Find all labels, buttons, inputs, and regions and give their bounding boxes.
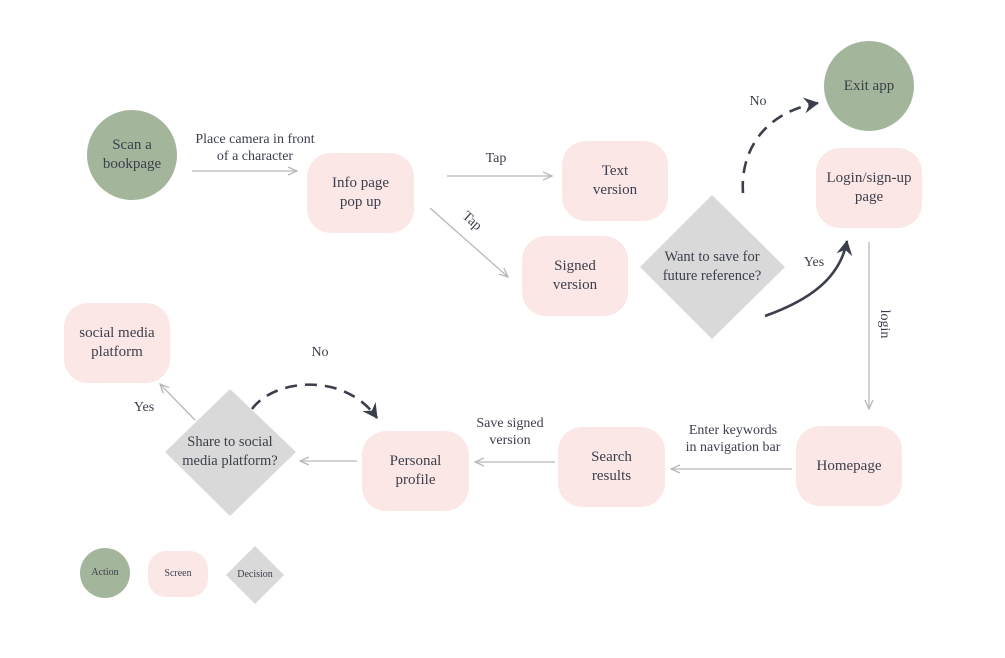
arrow-yes-to-login [764,240,853,318]
arrow-info-to-signed [429,207,508,277]
label-no-share: No [311,344,329,360]
legend-decision: Decision [237,569,273,580]
text-version-node: Text version [562,141,668,221]
label-tap-text: Tap [485,150,507,166]
legend-action: Action [80,548,130,598]
arrow-share-to-social [160,384,196,421]
arrow-no-to-exit [741,97,819,194]
personal-profile-node: Personal profile [362,431,469,511]
search-results-node: Search results [558,427,665,507]
label-yes-login: Yes [803,254,825,270]
login-page-node: Login/sign-up page [816,148,922,228]
label-no-exit: No [749,93,767,109]
signed-version-node: Signed version [522,236,628,316]
info-page-node: Info page pop up [307,153,414,233]
label-save-signed: Save signed version [476,416,544,448]
save-decision-shape [640,195,785,339]
label-login: login [877,309,893,339]
share-decision-node: Share to social media platform? [182,434,278,469]
arrow-no-to-profile [250,383,379,419]
share-decision-shape [165,389,296,516]
social-media-node: social media platform [64,303,170,383]
scan-bookpage-node: Scan a bookpage [87,110,177,200]
legend-decision-shape [226,546,284,604]
save-decision-node: Want to save for future reference? [662,249,762,284]
legend-screen: Screen [148,551,208,597]
exit-app-node: Exit app [824,41,914,131]
label-yes-share: Yes [133,399,155,415]
label-place-camera: Place camera in front of a character [195,132,315,164]
homepage-node: Homepage [796,426,902,506]
label-enter-keywords: Enter keywords in navigation bar [685,423,781,455]
